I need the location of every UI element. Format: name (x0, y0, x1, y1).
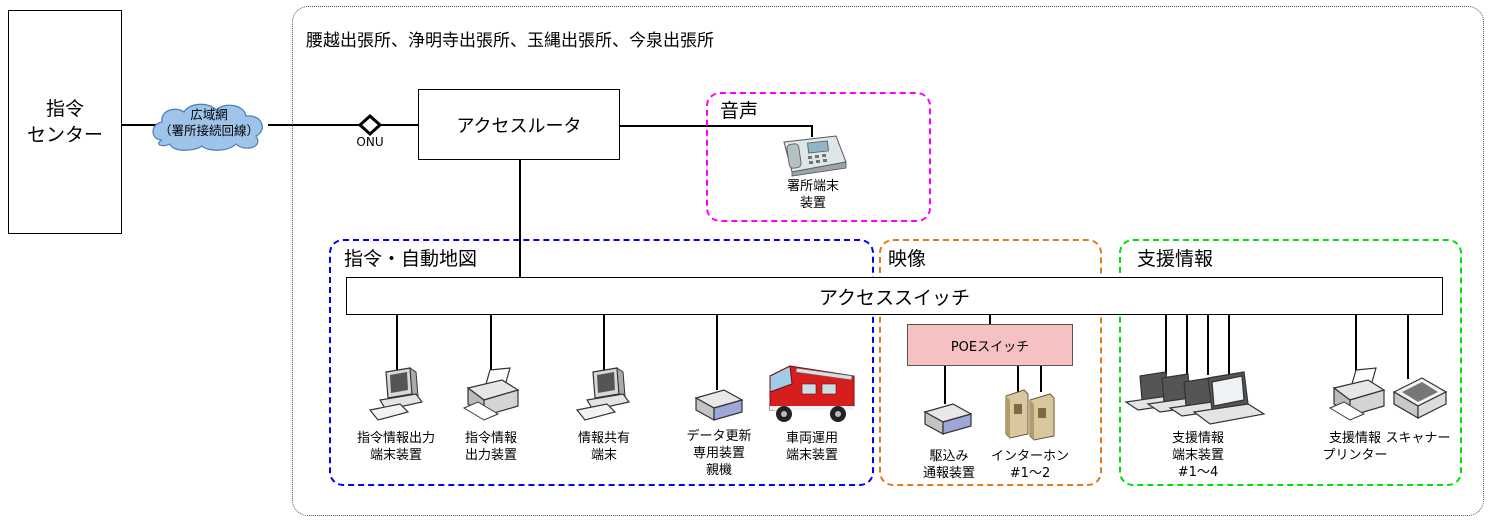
voice-group-title: 音声 (720, 100, 759, 122)
computer-icon (368, 367, 424, 421)
command-group-title: 指令・自動地図 (344, 248, 478, 270)
drop-info-share (603, 315, 605, 371)
command-center-box: 指令 センター (8, 10, 122, 234)
link-center-wan (122, 124, 158, 126)
drop-support-printer (1355, 315, 1357, 371)
drop-intercom-1 (1017, 366, 1019, 396)
poe-switch-label: POEスイッチ (950, 339, 1030, 355)
voice-group (706, 92, 931, 222)
drop-cmd-output-terminal (396, 315, 398, 371)
onu-icon (357, 113, 383, 137)
scanner-label: スキャナー (1385, 431, 1451, 446)
access-router-label: アクセスルータ (456, 115, 582, 137)
access-switch-box: アクセススイッチ (346, 277, 1443, 315)
link-voice-drop (811, 125, 813, 137)
drop-support-3 (1207, 315, 1209, 375)
data-update-label: データ更新 専用装置 親機 (686, 429, 752, 478)
site-boundary (292, 6, 1484, 516)
computer-icon (575, 367, 631, 421)
link-wan-onu (268, 124, 418, 126)
station-terminal-label: 署所端末 装置 (786, 179, 839, 211)
network-device-icon (694, 389, 744, 422)
drop-intercom-2 (1040, 366, 1042, 392)
wan-label: 広域網 （署所接続回線） (158, 107, 259, 138)
drop-support-1 (1165, 315, 1167, 375)
support-group (1119, 239, 1462, 486)
phone-icon (783, 135, 847, 177)
laptop-icon (1124, 371, 1266, 425)
link-router-voice (620, 125, 812, 127)
access-router-box: アクセスルータ (418, 89, 620, 160)
command-center-label: 指令 センター (26, 98, 103, 146)
cmd-output-device-label: 指令情報 出力装置 (464, 431, 517, 463)
video-group (879, 239, 1102, 486)
link-router-switch (519, 160, 521, 277)
cloud-icon (152, 103, 263, 151)
fire-truck-icon (769, 365, 855, 422)
rush-in-label: 駆込み 通報装置 (922, 449, 975, 481)
intercom-label: インターホン #1～2 (990, 449, 1069, 481)
support-printer-label: 支援情報 プリンター (1322, 431, 1388, 463)
cmd-output-terminal-label: 指令情報出力 端末装置 (356, 431, 435, 463)
drop-poe (989, 315, 991, 324)
onu-label: ONU (356, 135, 384, 149)
video-group-title: 映像 (888, 248, 927, 270)
drop-support-2 (1186, 315, 1188, 375)
vehicle-terminal-label: 車両運用 端末装置 (785, 431, 838, 463)
network-device-icon (923, 403, 973, 436)
intercom-icon (1005, 389, 1055, 441)
printer-icon (462, 367, 520, 421)
poe-switch-box: POEスイッチ (907, 324, 1073, 366)
printer-icon (1328, 367, 1386, 421)
scanner-icon (1392, 377, 1448, 420)
command-group (329, 239, 874, 486)
drop-scanner (1407, 315, 1409, 379)
support-terminal-label: 支援情報 端末装置 #1～4 (1171, 431, 1224, 480)
drop-data-update (716, 315, 718, 390)
info-share-label: 情報共有 端末 (577, 431, 630, 463)
support-group-title: 支援情報 (1137, 248, 1214, 270)
drop-rush-in (944, 366, 946, 404)
drop-cmd-output-device (490, 315, 492, 371)
drop-support-4 (1228, 315, 1230, 375)
access-switch-label: アクセススイッチ (818, 286, 971, 309)
site-title: 腰越出張所、浄明寺出張所、玉縄出張所、今泉出張所 (306, 31, 714, 51)
